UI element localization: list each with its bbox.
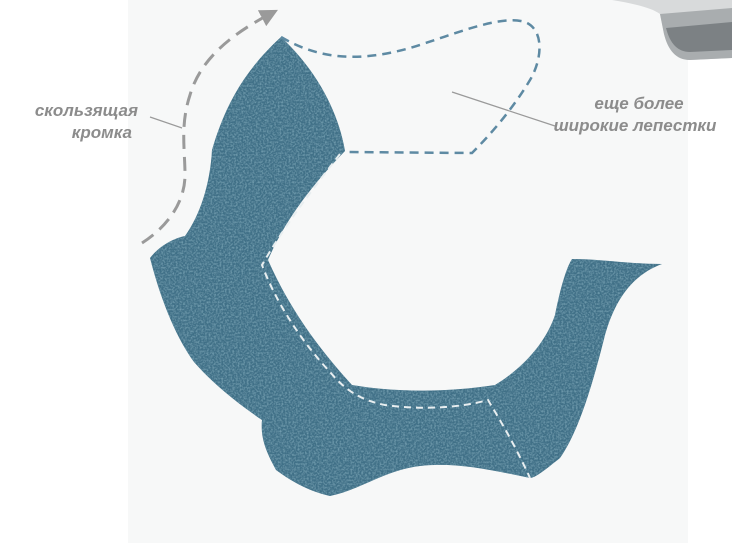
label-sliding-edge: скользящая кромка (8, 100, 138, 144)
label-sliding-edge-line2: кромка (8, 122, 132, 144)
label-wider-petals-line2: широкие лепестки (540, 115, 730, 137)
label-wider-petals-line1: еще более (540, 93, 730, 115)
leader-line-sliding-edge (150, 117, 182, 128)
partial-device-corner (612, 0, 732, 60)
label-wider-petals: еще более широкие лепестки (540, 93, 730, 137)
label-sliding-edge-line1: скользящая (8, 100, 138, 122)
